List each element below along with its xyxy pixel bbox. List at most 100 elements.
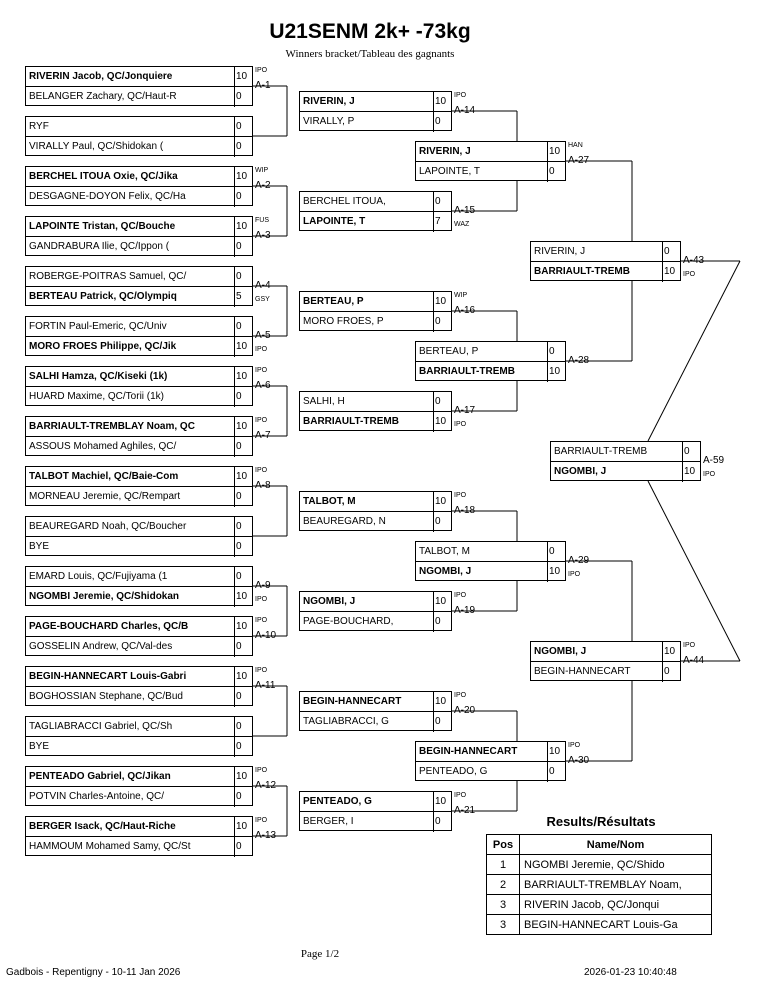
competitor-name: DESGAGNE-DOYON Felix, QC/Ha xyxy=(29,191,186,202)
match-label: A-30 xyxy=(568,755,590,766)
results-header-row: Pos Name/Nom xyxy=(486,834,712,855)
competitor-name: PAGE-BOUCHARD, xyxy=(303,616,394,627)
competitor-score: 0 xyxy=(433,192,452,212)
competitor-name: BEGIN-HANNECART Louis-Gabri xyxy=(26,667,234,687)
competitor-name: NGOMBI, J xyxy=(531,642,662,662)
match-label: A-3 xyxy=(255,230,271,241)
competitor-score: 10 xyxy=(234,817,253,837)
competitor-score: 10 xyxy=(234,587,253,607)
competitor-name: HAMMOUM Mohamed Samy, QC/St xyxy=(29,841,191,852)
competitor-name: BARRIAULT-TREMB xyxy=(534,266,630,277)
competitor-name: BERCHEL ITOUA, xyxy=(300,192,433,212)
results-pos: 1 xyxy=(486,854,520,875)
competitor-name: LAPOINTE, T xyxy=(303,216,366,227)
connector-line xyxy=(647,260,741,442)
competitor-score: 10 xyxy=(433,412,452,432)
competitor-name: BEGIN-HANNECART xyxy=(416,742,547,762)
competitor-score: 0 xyxy=(234,487,253,507)
competitor-score: 10 xyxy=(234,467,253,487)
competitor-name: POTVIN Charles-Antoine, QC/ xyxy=(29,791,165,802)
competitor-name: NGOMBI, J xyxy=(554,466,607,477)
competitor-score: 7 xyxy=(433,212,452,232)
match-label: A-1 xyxy=(255,80,271,91)
win-method-tag: WAZ xyxy=(454,221,470,228)
competitor-name: BYE xyxy=(29,541,50,552)
competitor-name: TALBOT Machiel, QC/Baie-Com xyxy=(26,467,234,487)
results-pos: 2 xyxy=(486,874,520,895)
competitor-score: 10 xyxy=(433,692,452,712)
competitor-name: BELANGER Zachary, QC/Haut-R xyxy=(29,91,177,102)
competitor-score: 10 xyxy=(433,492,452,512)
competitor-score: 10 xyxy=(547,562,566,582)
competitor-name: GANDRABURA Ilie, QC/Ippon ( xyxy=(29,241,170,252)
footer-timestamp: 2026-01-23 10:40:48 xyxy=(584,967,677,978)
competitor-score: 10 xyxy=(433,592,452,612)
competitor-score: 10 xyxy=(662,642,681,662)
results-name: RIVERIN Jacob, QC/Jonqui xyxy=(519,894,712,915)
competitor-score: 10 xyxy=(433,92,452,112)
win-method-tag: IPO xyxy=(568,742,581,749)
competitor-name: BARRIAULT-TREMBLAY Noam, QC xyxy=(26,417,234,437)
competitor-name: BERGER Isack, QC/Haut-Riche xyxy=(26,817,234,837)
competitor-score: 10 xyxy=(234,667,253,687)
competitor-name: SALHI, H xyxy=(300,392,433,412)
win-method-tag: IPO xyxy=(683,642,696,649)
match-label: A-15 xyxy=(454,205,476,216)
competitor-score: 5 xyxy=(234,287,253,307)
competitor-score: 0 xyxy=(234,737,253,757)
competitor-score: 0 xyxy=(433,512,452,532)
results-name: BARRIAULT-TREMBLAY Noam, xyxy=(519,874,712,895)
win-method-tag: IPO xyxy=(454,421,467,428)
competitor-name: BERTEAU, P xyxy=(300,292,433,312)
competitor-score: 0 xyxy=(433,812,452,832)
competitor-name: MORO FROES Philippe, QC/Jik xyxy=(29,341,177,352)
win-method-tag: IPO xyxy=(454,592,467,599)
competitor-score: 0 xyxy=(234,537,253,557)
competitor-name: BEGIN-HANNECART xyxy=(300,692,433,712)
competitor-name: PENTEADO Gabriel, QC/Jikan xyxy=(26,767,234,787)
competitor-name: ROBERGE-POITRAS Samuel, QC/ xyxy=(26,267,234,287)
competitor-name: BYE xyxy=(29,741,50,752)
competitor-name: PENTEADO, G xyxy=(419,766,488,777)
match-label: A-11 xyxy=(255,680,276,691)
win-method-tag: IPO xyxy=(255,596,268,603)
competitor-name: TAGLIABRACCI Gabriel, QC/Sh xyxy=(26,717,234,737)
competitor-name: PAGE-BOUCHARD Charles, QC/B xyxy=(26,617,234,637)
match-label: A-27 xyxy=(568,155,590,166)
competitor-name: BERTEAU Patrick, QC/Olympiq xyxy=(29,291,177,302)
match-label: A-10 xyxy=(255,630,277,641)
match-label: A-6 xyxy=(255,380,271,391)
competitor-name: BERCHEL ITOUA Oxie, QC/Jika xyxy=(26,167,234,187)
match-label: A-7 xyxy=(255,430,271,441)
match-label: A-21 xyxy=(454,805,476,816)
footer-event: Gadbois - Repentigny - 10-11 Jan 2026 xyxy=(6,967,181,978)
match-label: A-43 xyxy=(683,255,705,266)
competitor-score: 10 xyxy=(682,462,701,482)
competitor-score: 0 xyxy=(433,312,452,332)
competitor-name: RIVERIN, J xyxy=(416,142,547,162)
match-label: A-2 xyxy=(255,180,271,191)
competitor-name: MORO FROES, P xyxy=(303,316,384,327)
page-subtitle: Winners bracket/Tableau des gagnants xyxy=(285,48,455,60)
competitor-score: 10 xyxy=(433,792,452,812)
competitor-name: NGOMBI, J xyxy=(419,566,472,577)
competitor-name: NGOMBI Jeremie, QC/Shidokan xyxy=(29,591,180,602)
footer-page-number: Page 1/2 xyxy=(300,948,340,960)
